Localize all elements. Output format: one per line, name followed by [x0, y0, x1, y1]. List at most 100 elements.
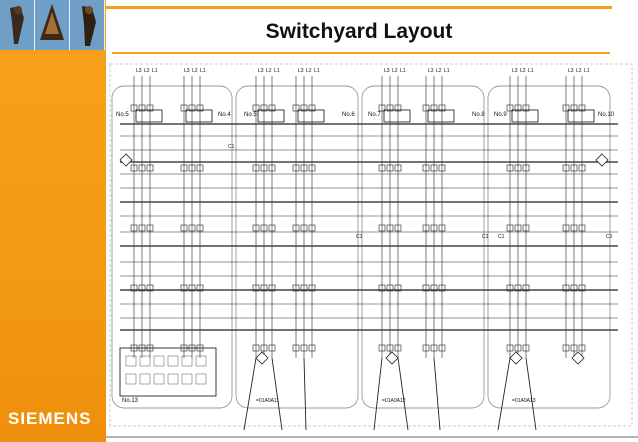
switchgear-symbol — [514, 284, 522, 292]
switchgear-symbol — [300, 164, 308, 172]
switchgear-symbol — [180, 164, 188, 172]
feeder-line — [397, 357, 409, 431]
control-room-cell — [153, 373, 165, 385]
switchgear-symbol — [260, 104, 268, 112]
switchgear-symbol — [394, 284, 402, 292]
switchgear-symbol — [268, 284, 276, 292]
switchgear-symbol — [430, 164, 438, 172]
control-room-cell — [167, 355, 179, 367]
feeder-line — [271, 357, 283, 431]
phase-label: L1 — [314, 68, 320, 74]
switchgear-symbol — [570, 344, 578, 352]
switchgear-symbol — [386, 164, 394, 172]
section-label: C1 — [356, 234, 363, 240]
bay-label: No.7 — [368, 112, 381, 118]
switchgear-symbol — [522, 284, 530, 292]
phase-label: L3 — [298, 68, 304, 74]
section-label: C1 — [498, 234, 505, 240]
feeder-line — [433, 357, 441, 431]
section-label: C1 — [228, 144, 235, 150]
switchgear-symbol — [292, 224, 300, 232]
switchgear-symbol — [252, 104, 260, 112]
switchgear-symbol — [386, 104, 394, 112]
phase-label: L1 — [152, 68, 158, 74]
switchgear-symbol — [252, 164, 260, 172]
switchgear-symbol — [196, 284, 204, 292]
title-underline — [112, 52, 610, 54]
marker-diamond — [119, 153, 133, 167]
switchgear-symbol — [394, 104, 402, 112]
switchgear-symbol — [308, 224, 316, 232]
bay-enclosure-2 — [235, 85, 359, 409]
puppet-thumbnail-1 — [0, 0, 35, 50]
control-room-cell — [195, 355, 207, 367]
bay-label: No.4 — [218, 112, 231, 118]
marker-diamond — [385, 351, 399, 365]
phase-label: L3 — [512, 68, 518, 74]
switchgear-symbol — [522, 164, 530, 172]
switchgear-symbol — [378, 104, 386, 112]
bay-label: No.6 — [342, 112, 355, 118]
switchgear-symbol — [300, 224, 308, 232]
switchgear-symbol — [506, 284, 514, 292]
switchgear-symbol — [578, 344, 586, 352]
phase-label: L3 — [428, 68, 434, 74]
switchgear-symbol — [378, 164, 386, 172]
switchgear-symbol — [308, 104, 316, 112]
phase-label: L3 — [568, 68, 574, 74]
breaker-box — [135, 109, 163, 123]
switchgear-symbol — [130, 284, 138, 292]
feeder-line — [303, 357, 307, 431]
switchgear-symbol — [146, 224, 154, 232]
switchgear-symbol — [422, 344, 430, 352]
phase-label: L3 — [184, 68, 190, 74]
phase-label: L2 — [576, 68, 582, 74]
switchgear-symbol — [506, 224, 514, 232]
switchgear-symbol — [300, 284, 308, 292]
switchgear-symbol — [438, 164, 446, 172]
switchgear-symbol — [300, 104, 308, 112]
marker-diamond — [571, 351, 585, 365]
switchgear-symbol — [260, 284, 268, 292]
switchgear-symbol — [514, 164, 522, 172]
phase-label: L2 — [306, 68, 312, 74]
switchgear-symbol — [196, 164, 204, 172]
switchgear-symbol — [438, 344, 446, 352]
control-building-label: No.13 — [122, 398, 139, 404]
phase-label: L2 — [266, 68, 272, 74]
switchgear-symbol — [196, 224, 204, 232]
bay-label: No.8 — [472, 112, 485, 118]
phase-label: L1 — [528, 68, 534, 74]
switchgear-symbol — [578, 284, 586, 292]
switchgear-symbol — [138, 164, 146, 172]
control-room-cell — [125, 373, 137, 385]
switchgear-symbol — [138, 224, 146, 232]
phase-label: L3 — [258, 68, 264, 74]
breaker-box — [427, 109, 455, 123]
feeder-line — [497, 357, 511, 431]
feeder-line — [373, 357, 383, 431]
switchgear-symbol — [188, 284, 196, 292]
switchgear-symbol — [386, 224, 394, 232]
switchgear-symbol — [438, 224, 446, 232]
siemens-logo: SIEMENS — [8, 409, 92, 428]
phase-label: L1 — [444, 68, 450, 74]
switchgear-symbol — [562, 104, 570, 112]
switchgear-symbol — [300, 344, 308, 352]
marker-diamond — [255, 351, 269, 365]
switchgear-symbol — [138, 104, 146, 112]
switchgear-symbol — [394, 224, 402, 232]
switchgear-symbol — [562, 224, 570, 232]
switchgear-symbol — [438, 104, 446, 112]
switchgear-symbol — [562, 164, 570, 172]
switchgear-symbol — [180, 224, 188, 232]
phase-label: L2 — [436, 68, 442, 74]
switchgear-symbol — [196, 104, 204, 112]
switchgear-symbol — [506, 164, 514, 172]
breaker-box — [297, 109, 325, 123]
breaker-box — [567, 109, 595, 123]
control-room-cell — [139, 373, 151, 385]
fence-outline — [109, 63, 633, 427]
switchgear-symbol — [180, 104, 188, 112]
bay-label: No.5 — [116, 112, 129, 118]
